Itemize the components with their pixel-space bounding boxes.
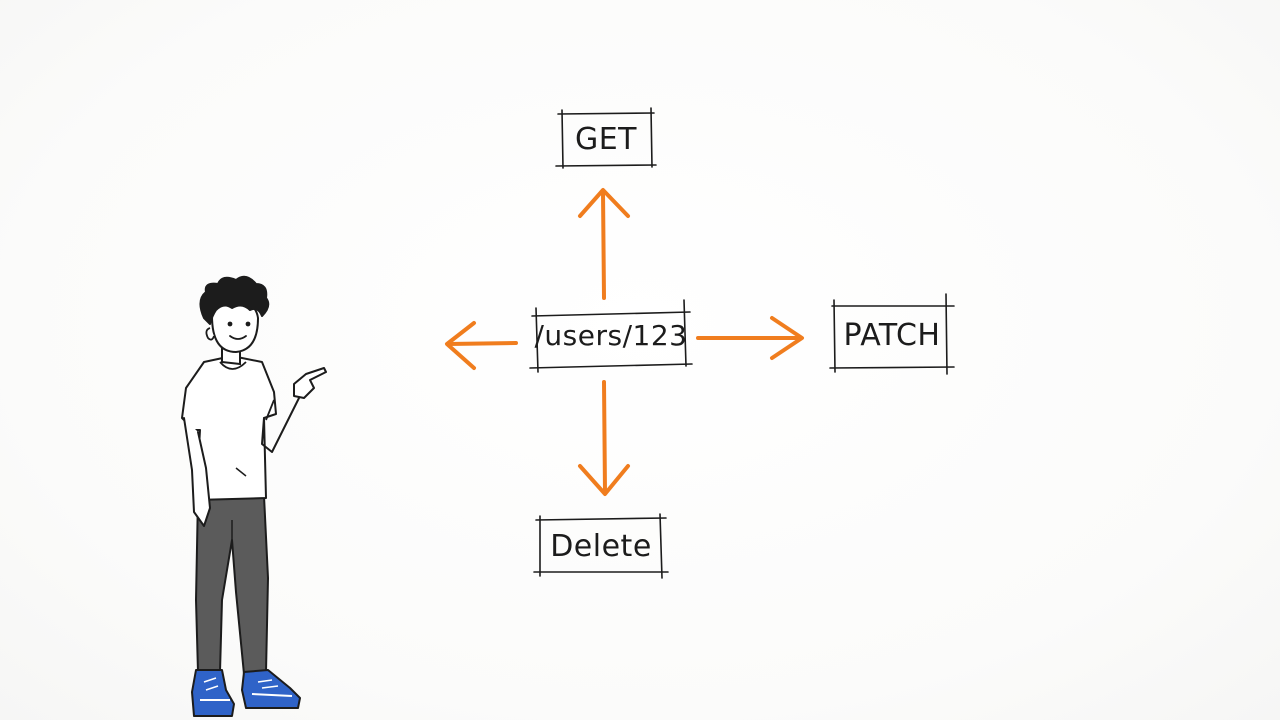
users-endpoint-frame: [529, 299, 693, 373]
arrow-right: [696, 316, 804, 360]
users-endpoint-label: /users/123: [534, 318, 688, 352]
users-endpoint-node: /users/123: [529, 299, 693, 373]
person-pants: [195, 495, 269, 675]
person-hair: [199, 275, 270, 325]
arrow-down: [578, 380, 630, 496]
delete-label: Delete: [550, 528, 652, 564]
person-head: [205, 298, 260, 366]
patch-node: PATCH: [829, 293, 955, 375]
patch-label: PATCH: [843, 317, 941, 353]
patch-node-frame: [829, 293, 955, 375]
get-node-frame: [555, 107, 657, 169]
get-label: GET: [574, 121, 638, 157]
get-node: GET: [555, 107, 657, 169]
delete-node-frame: [533, 513, 669, 579]
arrow-left: [445, 321, 518, 370]
delete-node: Delete: [533, 513, 669, 579]
arrow-up: [578, 188, 630, 300]
person-shoes: [191, 669, 301, 717]
person-pointing-arm: [261, 367, 327, 453]
person-left-arm: [183, 417, 211, 527]
